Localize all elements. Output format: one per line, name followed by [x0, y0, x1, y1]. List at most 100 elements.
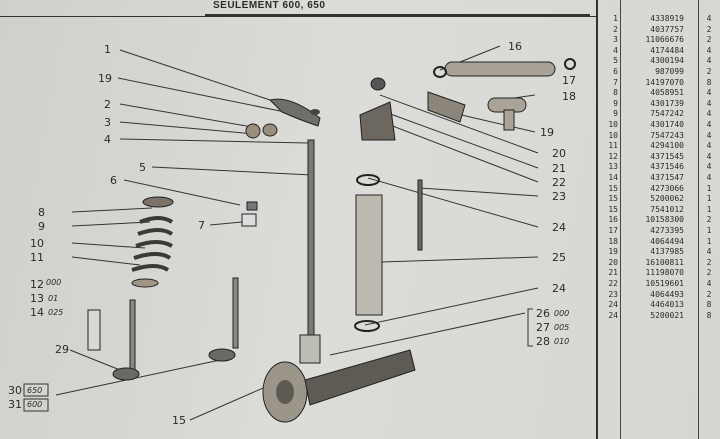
item-number: 9	[613, 109, 618, 119]
quantity: 4	[706, 88, 712, 98]
table-row: 7 14197070 8	[598, 78, 720, 88]
callout-12: 12	[30, 278, 44, 291]
item-number: 17	[608, 226, 618, 235]
callout-27-size: 005	[554, 323, 569, 332]
part-reference: 4064493	[650, 289, 684, 299]
quantity: 8	[706, 77, 712, 87]
callout-11: 11	[30, 251, 44, 264]
quantity: 2	[706, 24, 712, 34]
part-reference: 4174484	[650, 45, 684, 55]
table-row: 10 7547243 4	[598, 131, 720, 141]
quantity: 4	[706, 14, 712, 23]
quantity: 1	[706, 236, 712, 246]
item-number: 6	[613, 67, 618, 76]
quantity: 4	[706, 173, 712, 182]
quantity: 2	[706, 289, 712, 299]
part-reference: 10158300	[645, 215, 684, 225]
callout-20: 20	[552, 147, 566, 160]
item-number: 24	[608, 300, 618, 310]
item-number: 18	[608, 236, 618, 246]
callout-21: 21	[552, 162, 566, 175]
item-number: 4	[613, 45, 618, 55]
bracket	[527, 308, 533, 347]
item-number: 10	[608, 130, 618, 140]
quantity: 4	[706, 109, 712, 119]
part-reference: 10519601	[645, 279, 684, 288]
header-title: SEULEMENT 600, 650	[213, 0, 326, 11]
callout-27: 27	[536, 321, 550, 334]
item-number: 20	[608, 257, 618, 267]
callout-17: 17	[562, 74, 576, 87]
part-reference: 7547243	[650, 130, 684, 140]
quantity: 4	[706, 130, 712, 140]
table-row: 24 4464013 8	[598, 300, 720, 310]
callout-1: 1	[104, 43, 111, 56]
callout-9: 9	[38, 220, 45, 233]
callout-31: 31	[8, 398, 22, 411]
part-reference: 4294100	[650, 141, 684, 151]
item-number: 15	[608, 194, 618, 204]
callout-29: 29	[55, 343, 69, 356]
callout-7: 7	[198, 219, 205, 232]
table-row: 20 16100811 2	[598, 258, 720, 268]
callout-22: 22	[552, 176, 566, 189]
part-reference: 4371547	[650, 173, 684, 182]
callout-14-size: 025	[48, 308, 63, 317]
part-reference: 4300194	[650, 56, 684, 66]
part-reference: 7547242	[650, 109, 684, 119]
callout-28-size: 010	[554, 337, 569, 346]
part-reference: 16100811	[645, 257, 684, 267]
part-reference: 4301740	[650, 120, 684, 129]
callout-13: 13	[30, 292, 44, 305]
quantity: 2	[706, 67, 712, 76]
callout-31-size: 600	[27, 400, 42, 409]
item-number: 13	[608, 162, 618, 172]
quantity: 1	[706, 183, 712, 193]
callout-19b: 19	[540, 126, 554, 139]
part-reference: 4137985	[650, 247, 684, 257]
quantity: 4	[706, 151, 712, 161]
item-number: 23	[608, 289, 618, 299]
callout-28: 28	[536, 335, 550, 348]
quantity: 4	[706, 56, 712, 66]
quantity: 4	[706, 120, 712, 129]
item-number: 21	[608, 268, 618, 278]
quantity: 4	[706, 98, 712, 108]
part-reference: 4273066	[650, 183, 684, 193]
callout-4: 4	[104, 133, 111, 146]
quantity: 1	[706, 194, 712, 204]
quantity: 8	[706, 300, 712, 310]
part-reference: 4464013	[650, 300, 684, 310]
item-number: 15	[608, 183, 618, 193]
callout-12-size: 000	[46, 278, 61, 287]
item-number: 7	[613, 77, 618, 87]
item-number: 10	[608, 120, 618, 129]
part-reference: 14197070	[645, 77, 684, 87]
item-number: 11	[608, 141, 618, 151]
quantity: 2	[706, 257, 712, 267]
item-number: 3	[613, 35, 618, 45]
callout-15: 15	[172, 414, 186, 427]
quantity: 4	[706, 162, 712, 172]
callout-23: 23	[552, 190, 566, 203]
part-reference: 5200021	[650, 310, 684, 320]
part-reference: 4338919	[650, 14, 684, 23]
table-divider	[620, 0, 621, 439]
